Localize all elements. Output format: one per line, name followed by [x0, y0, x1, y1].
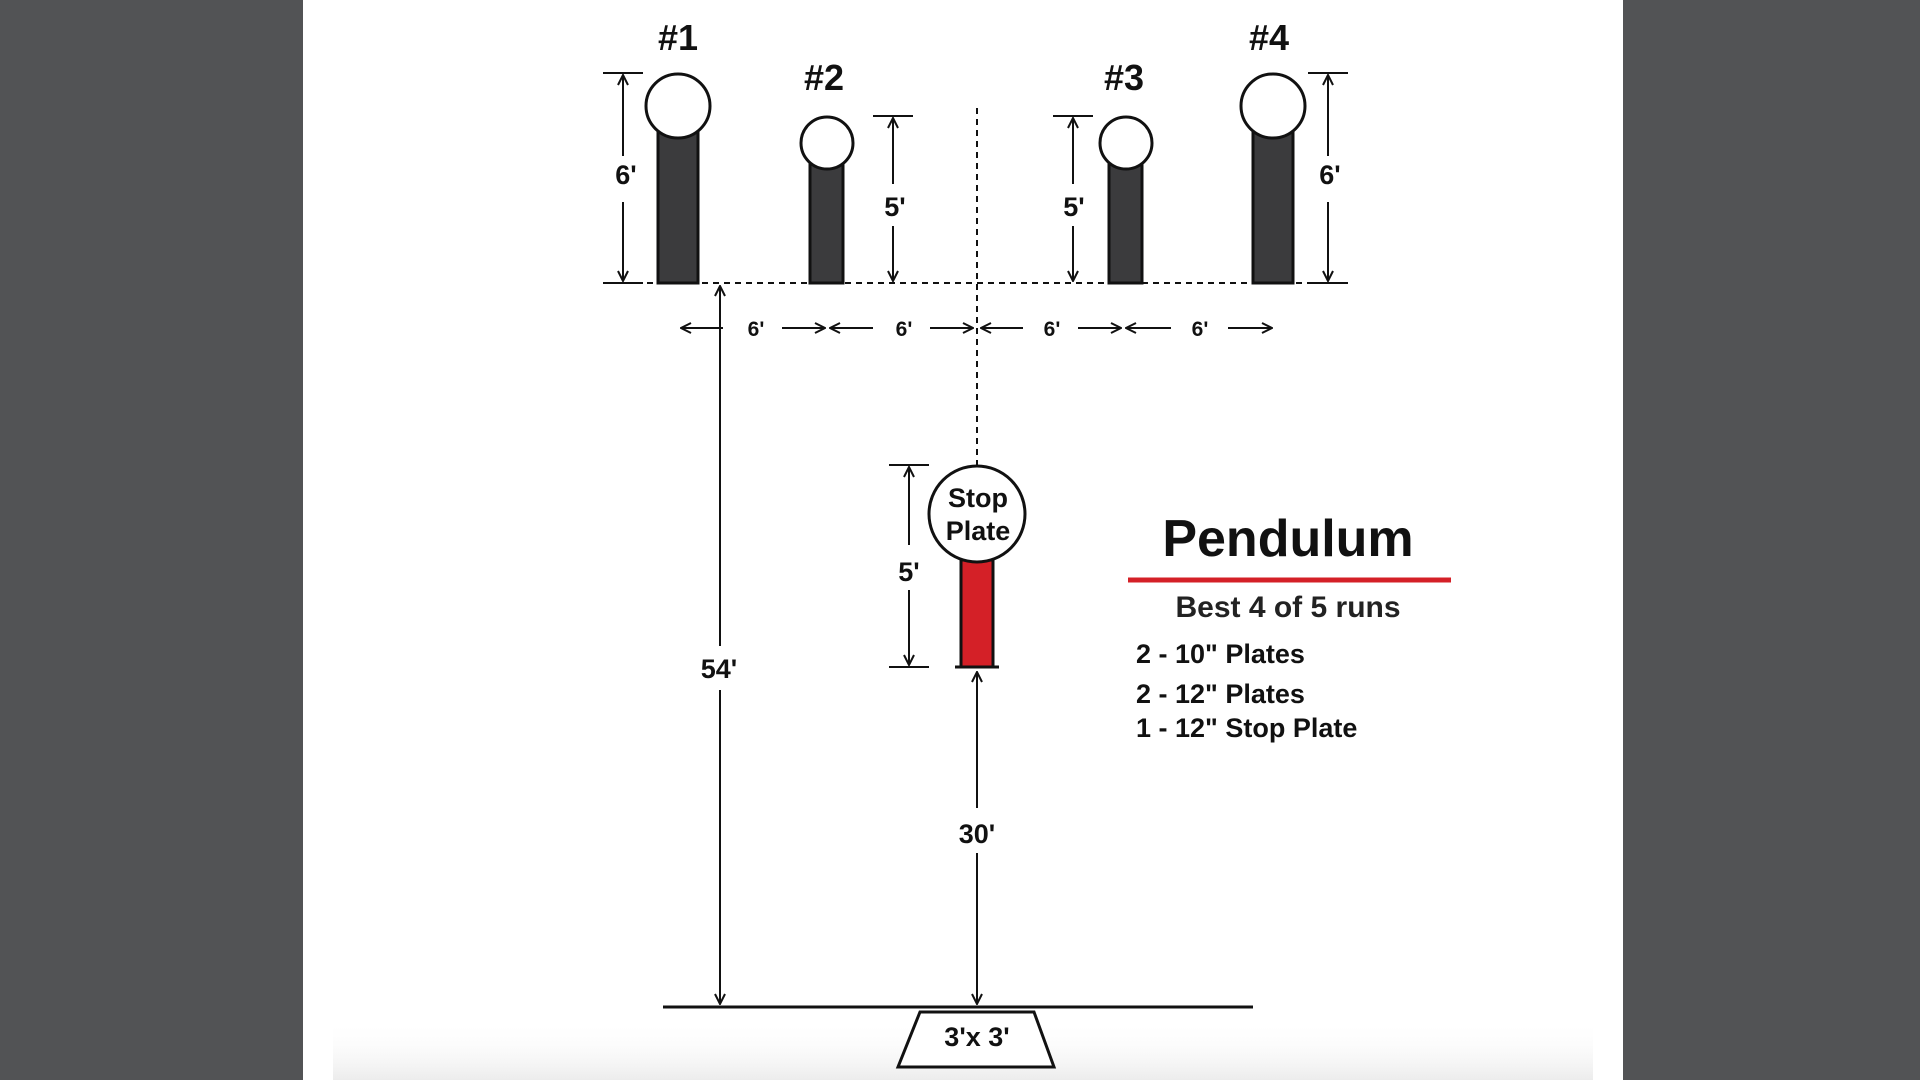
- spacing-dimensions: 6' 6' 6' 6': [681, 318, 1272, 341]
- spacing-label-2: 6': [896, 318, 913, 341]
- target-2-post: [808, 158, 845, 285]
- stage-info: Pendulum Best 4 of 5 runs 2 - 10" Plates…: [1128, 510, 1451, 743]
- target-3-plate: [1098, 115, 1154, 171]
- target-4-post: [1251, 128, 1295, 285]
- target-1-plate: [644, 72, 712, 140]
- stop-plate-label-line2: Plate: [946, 516, 1011, 546]
- spacing-label-4: 6': [1192, 318, 1209, 341]
- target-1-label: #1: [658, 17, 698, 58]
- stop-plate-post: [959, 558, 995, 669]
- target-2: #2 5': [799, 57, 913, 285]
- stop-distance-dimension: 30': [959, 672, 995, 1004]
- target-1-post: [656, 128, 700, 285]
- target-2-height: 5': [884, 192, 905, 222]
- stage-title: Pendulum: [1162, 510, 1413, 568]
- target-4: #4 6': [1239, 17, 1348, 285]
- target-3-post: [1107, 158, 1144, 285]
- stage-subtitle: Best 4 of 5 runs: [1175, 591, 1400, 624]
- stop-plate-label-line1: Stop: [948, 483, 1008, 513]
- target-2-plate: [799, 115, 855, 171]
- plate-spec-1: 2 - 10" Plates: [1136, 639, 1305, 669]
- shooting-box: 3'x 3': [895, 1010, 1057, 1069]
- target-4-label: #4: [1249, 17, 1289, 58]
- shooting-box-shape: [895, 1010, 1057, 1069]
- document-page: #1 6' #2 5' #3: [303, 0, 1623, 1080]
- stop-distance-label: 30': [959, 819, 995, 849]
- shooting-box-label: 3'x 3': [944, 1022, 1009, 1052]
- stop-plate-target: Stop Plate 5': [889, 464, 1027, 669]
- total-distance-dimension: 54': [701, 286, 737, 1004]
- plate-spec-3: 1 - 12" Stop Plate: [1136, 713, 1357, 743]
- spacing-label-3: 6': [1044, 318, 1061, 341]
- target-4-plate: [1239, 72, 1307, 140]
- target-1: #1 6': [603, 17, 712, 285]
- target-3: #3 5': [1053, 57, 1154, 285]
- plate-spec-2: 2 - 12" Plates: [1136, 679, 1305, 709]
- stop-plate-height: 5': [898, 557, 919, 587]
- target-4-height: 6': [1319, 160, 1340, 190]
- stop-plate: [927, 464, 1027, 564]
- spacing-label-1: 6': [748, 318, 765, 341]
- target-3-height: 5': [1063, 192, 1084, 222]
- pendulum-stage-diagram: #1 6' #2 5' #3: [333, 17, 1593, 1080]
- total-distance-label: 54': [701, 654, 737, 684]
- target-3-label: #3: [1104, 57, 1144, 98]
- target-1-height: 6': [615, 160, 636, 190]
- target-2-label: #2: [804, 57, 844, 98]
